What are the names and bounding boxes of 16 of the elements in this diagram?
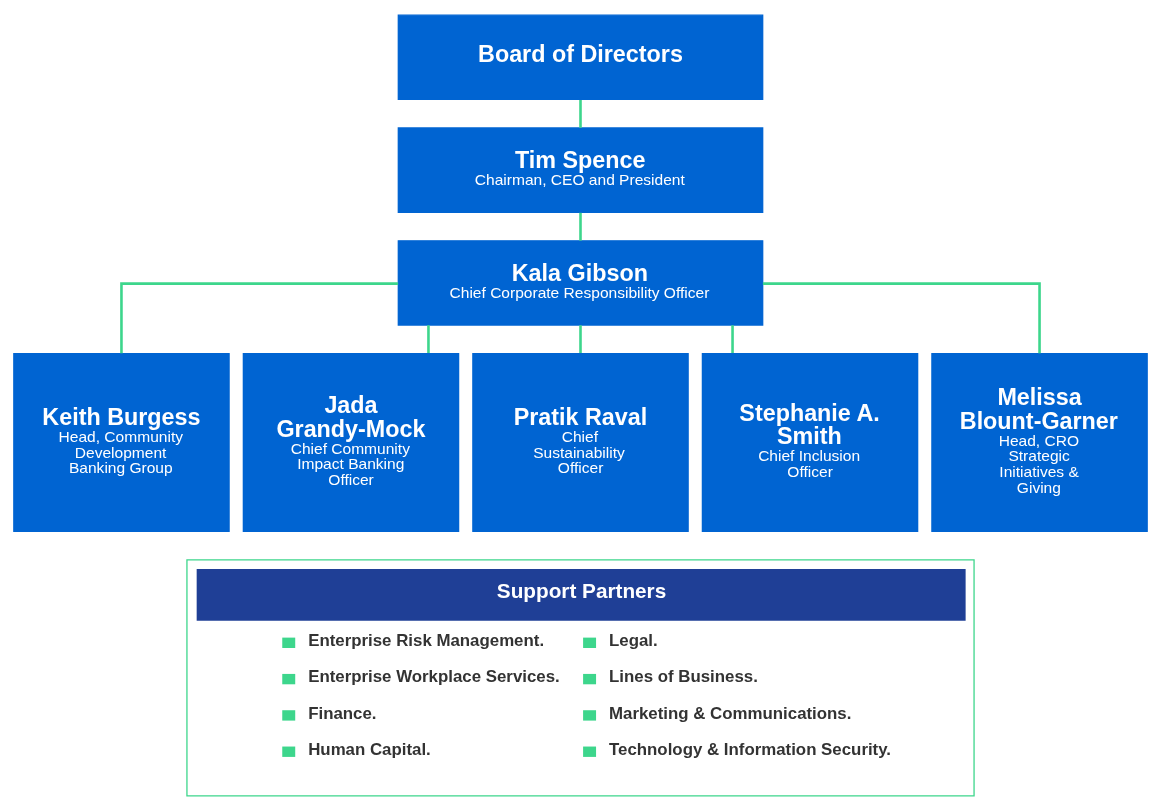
node-box: Tim Spence Chairman, CEO and President [397,126,764,213]
connector [427,324,430,353]
node-box: Kala Gibson Chief Corporate Responsibility Officer [397,239,764,326]
node-box: Board of Directors [397,14,764,100]
connector [579,99,582,128]
connector [120,281,399,353]
node-box: Melissa Blount-Garner Head, CRO Strategic Initiatives & Giving [931,352,1148,532]
node-box: Support Partners Enterprise Risk Management. Legal. Enterprise Workplace Services. Lines of Business. Finance. Marketing & Communications. Human Capital. Technology & Information Security. [186,558,975,796]
node-box: Pratik Raval Chief Sustainability Officer [472,352,689,532]
node-box: Jada Grandy-Mock Chief Community Impact Banking Officer [242,352,460,532]
node-box: Stephanie A. Smith Chief Inclusion Officer [701,352,919,532]
connector [762,281,1041,353]
node-box: Keith Burgess Head, Community Development Banking Group [13,352,230,532]
connector [731,324,734,353]
connector [579,212,582,241]
connector [579,324,582,353]
